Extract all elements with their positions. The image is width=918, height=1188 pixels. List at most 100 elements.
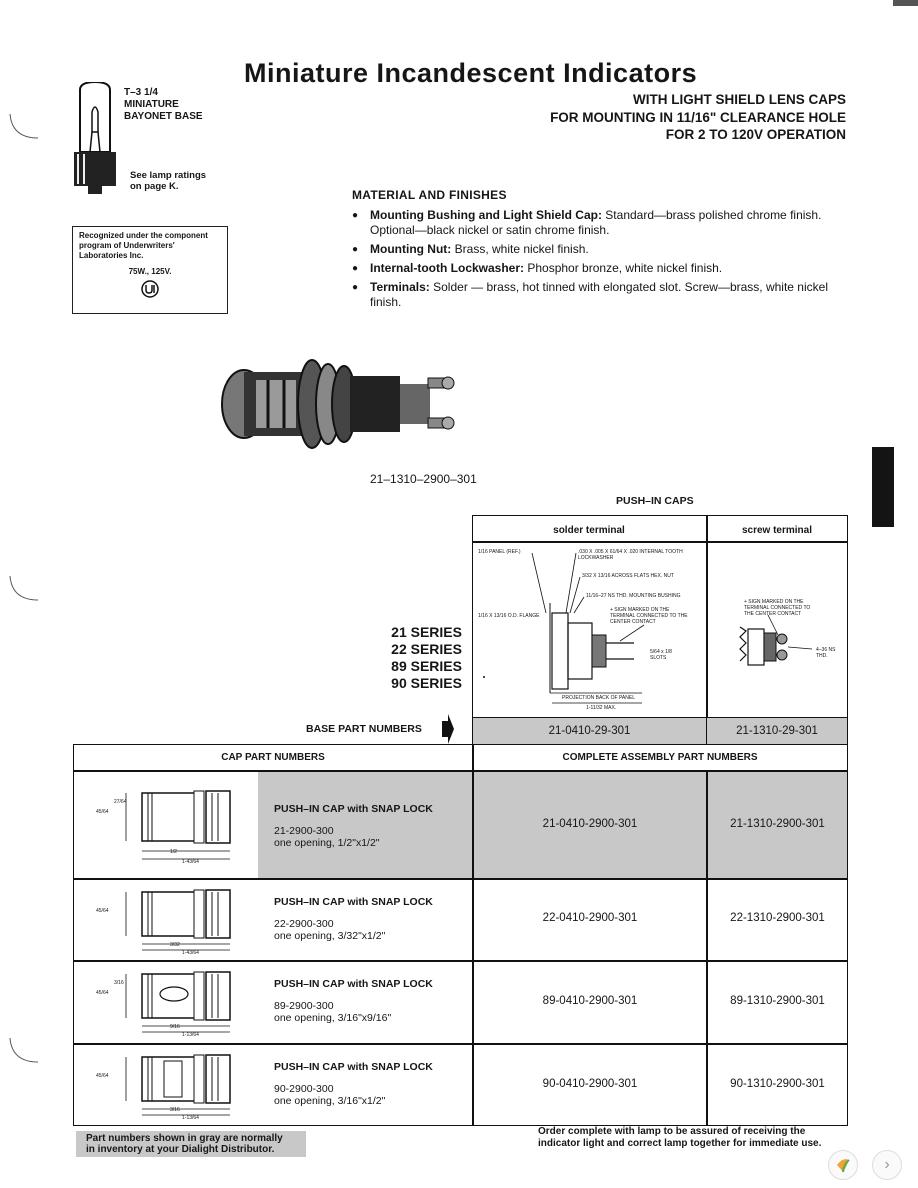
screw-assembly-part: 90-1310-2900-301 bbox=[730, 1078, 825, 1090]
material-label: Mounting Bushing and Light Shield Cap: bbox=[370, 208, 602, 222]
solder-terminal-diagram: 1/16 PANEL (REF.) .030 X .005 X 61/64 X … bbox=[474, 543, 705, 716]
cap-description: PUSH–IN CAP with SNAP LOCK 22-2900-300 o… bbox=[274, 896, 470, 942]
cap-part-number: 90-2900-300 bbox=[274, 1083, 334, 1095]
dim-height: 45/64 bbox=[96, 1073, 109, 1079]
binder-hole-icon bbox=[9, 1037, 39, 1063]
subtitle-3: FOR 2 TO 120V OPERATION bbox=[665, 127, 846, 142]
dim-height: 45/64 bbox=[96, 809, 109, 815]
dim-length: 1-13/64 bbox=[182, 1032, 199, 1038]
dim-opening-height: 27/64 bbox=[114, 799, 127, 805]
indicator-photo bbox=[221, 359, 455, 449]
cap-drawing bbox=[125, 790, 231, 860]
gray-cell bbox=[258, 772, 472, 878]
cap-part-number: 21-2900-300 bbox=[274, 825, 334, 837]
series-22: 22 SERIES bbox=[391, 641, 462, 657]
divider bbox=[472, 744, 474, 1126]
solder-assembly-part: 22-0410-2900-301 bbox=[542, 912, 638, 924]
cap-drawing bbox=[125, 889, 231, 951]
dim-opening-height: 3/16 bbox=[114, 980, 124, 986]
lamp-icon bbox=[74, 82, 116, 194]
row-divider bbox=[73, 960, 848, 962]
cap-part: 90-2900-300 one opening, 3/16"x1/2" bbox=[274, 1083, 470, 1107]
inventory-note-line-2: in inventory at your Dialight Distributo… bbox=[86, 1144, 275, 1155]
dim-length: 1-43/64 bbox=[182, 950, 199, 956]
divider bbox=[706, 770, 708, 1126]
subtitle-2: FOR MOUNTING IN 11/16" CLEARANCE HOLE bbox=[550, 110, 846, 125]
dim-opening-width: 9/16 bbox=[170, 1024, 180, 1030]
cap-description: PUSH–IN CAP with SNAP LOCK 90-2900-300 o… bbox=[274, 1061, 470, 1107]
divider bbox=[706, 515, 708, 745]
cap-part-number: 22-2900-300 bbox=[274, 918, 334, 930]
dim-sign: + SIGN MARKED ON THE TERMINAL CONNECTED … bbox=[744, 599, 811, 617]
lamp-line-2: MINIATURE bbox=[124, 99, 179, 110]
inventory-note-line-1: Part numbers shown in gray are normally bbox=[86, 1133, 283, 1144]
dim-nut: 3/32 X 13/16 ACROSS FLATS HEX. NUT bbox=[582, 573, 674, 579]
cap-title: PUSH–IN CAP with SNAP LOCK bbox=[274, 896, 433, 908]
cap-opening: one opening, 3/32"x1/2" bbox=[274, 930, 386, 942]
dim-length: 1-43/64 bbox=[182, 859, 199, 865]
cap-part-number: 89-2900-300 bbox=[274, 1000, 334, 1012]
material-text: Phosphor bronze, white nickel finish. bbox=[524, 261, 723, 275]
arrow-right-icon bbox=[442, 714, 454, 744]
order-note: Order complete with lamp to be assured o… bbox=[538, 1126, 848, 1150]
series-list: 21 SERIES 22 SERIES 89 SERIES 90 SERIES bbox=[378, 624, 462, 692]
cap-part: 89-2900-300 one opening, 3/16"x9/16" bbox=[274, 1000, 470, 1024]
lamp-note: See lamp ratings on page K. bbox=[130, 170, 206, 192]
order-note-line-2: indicator light and correct lamp togethe… bbox=[538, 1138, 822, 1149]
dim-opening-width: 3/16 bbox=[170, 1107, 180, 1113]
dim-height: 45/64 bbox=[96, 908, 109, 914]
screw-assembly-part: 22-1310-2900-301 bbox=[730, 912, 825, 924]
material-item: Mounting Bushing and Light Shield Cap: S… bbox=[352, 208, 852, 238]
lamp-line-1: T–3 1/4 bbox=[124, 87, 158, 98]
material-label: Internal-tooth Lockwasher: bbox=[370, 261, 525, 275]
lamp-type-label: T–3 1/4 MINIATURE BAYONET BASE bbox=[124, 87, 203, 123]
dim-sign: + SIGN MARKED ON THE TERMINAL CONNECTED … bbox=[610, 607, 688, 625]
base-solder-part: 21-0410-29-301 bbox=[473, 718, 706, 744]
dim-slots: 5/64 x 1/8 SLOTS bbox=[650, 649, 672, 661]
material-label: Terminals: bbox=[370, 280, 430, 294]
section-tab bbox=[872, 447, 894, 527]
solder-assembly-part: 89-0410-2900-301 bbox=[542, 995, 638, 1007]
viewer-logo-icon[interactable] bbox=[828, 1150, 858, 1180]
cap-drawing bbox=[125, 1054, 231, 1116]
series-89: 89 SERIES bbox=[391, 658, 462, 674]
part-number-table bbox=[73, 744, 848, 1126]
material-item: Mounting Nut: Brass, white nickel finish… bbox=[352, 242, 852, 257]
ul-line-3: Laboratories Inc. bbox=[79, 251, 144, 260]
base-part-numbers-label: BASE PART NUMBERS bbox=[306, 723, 422, 735]
divider bbox=[73, 770, 848, 772]
material-item: Terminals: Solder — brass, hot tinned wi… bbox=[352, 280, 852, 310]
lamp-note-1: See lamp ratings bbox=[130, 170, 207, 181]
screw-assembly-part: 89-1310-2900-301 bbox=[730, 995, 825, 1007]
page-title: Miniature Incandescent Indicators bbox=[244, 58, 698, 88]
material-item: Internal-tooth Lockwasher: Phosphor bron… bbox=[352, 261, 852, 276]
cap-part: 22-2900-300 one opening, 3/32"x1/2" bbox=[274, 918, 470, 942]
dim-opening-width: 1/2 bbox=[170, 849, 177, 855]
dim-max: 1-11/32 MAX. bbox=[586, 705, 617, 711]
row-divider bbox=[73, 878, 848, 880]
dim-thread: 4–36 NS THD. bbox=[816, 647, 836, 659]
row-divider bbox=[73, 1043, 848, 1045]
screw-assembly-part: 21-1310-2900-301 bbox=[730, 818, 825, 830]
dim-length: 1-13/64 bbox=[182, 1115, 199, 1121]
dim-washer: .030 X .005 X 61/64 X .020 INTERNAL TOOT… bbox=[578, 549, 683, 561]
cap-opening: one opening, 3/16"x1/2" bbox=[274, 1095, 386, 1107]
solder-assembly-part: 90-0410-2900-301 bbox=[542, 1078, 638, 1090]
assembly-part-numbers-header: COMPLETE ASSEMBLY PART NUMBERS bbox=[562, 752, 758, 763]
solder-assembly-part: 21-0410-2900-301 bbox=[542, 818, 638, 830]
base-screw-part: 21-1310-29-301 bbox=[707, 718, 847, 744]
cap-title: PUSH–IN CAP with SNAP LOCK bbox=[274, 1061, 433, 1073]
chevron-right-icon[interactable]: › bbox=[872, 1150, 902, 1180]
col-screw-terminal: screw terminal bbox=[741, 525, 813, 536]
lamp-note-2: on page K. bbox=[130, 181, 179, 192]
push-in-caps-label: PUSH–IN CAPS bbox=[616, 495, 694, 507]
col-solder-terminal: solder terminal bbox=[553, 525, 625, 536]
divider bbox=[472, 541, 848, 543]
divider bbox=[472, 717, 848, 719]
dim-panel: 1/16 PANEL (REF.) bbox=[478, 549, 521, 555]
material-text: Brass, white nickel finish. bbox=[451, 242, 589, 256]
leaf-icon bbox=[837, 1159, 850, 1173]
material-text: Solder — brass, hot tinned with elongate… bbox=[370, 280, 828, 309]
dim-projection: PROJECTION BACK OF PANEL bbox=[562, 695, 635, 701]
ul-line-1: Recognized under the component bbox=[79, 231, 208, 240]
